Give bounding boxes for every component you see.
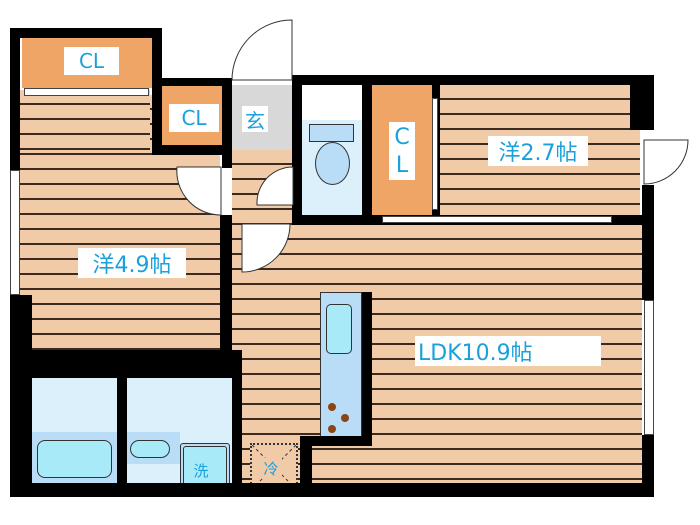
wall [362,292,372,446]
wall [292,75,654,85]
wall [300,436,370,446]
wall [10,483,654,497]
bathtub-icon [37,440,112,478]
wall [232,375,242,495]
sliding-door-icon[interactable] [382,216,612,223]
room-label-western-room-1: 洋4.9帖 [78,248,186,278]
ldk-door-icon[interactable] [240,222,292,274]
kitchen-sink-icon [326,304,352,354]
wall [10,28,162,38]
room-label-entrance: 玄 [242,106,268,133]
toilet-door-icon[interactable] [255,165,295,209]
window-east [644,300,654,435]
wall [152,78,232,86]
wall [220,215,232,375]
wall [20,350,40,370]
closet-door-icon[interactable] [432,98,438,210]
floor-western-room-1-cut [20,90,150,150]
toilet-tank [309,124,354,142]
room-label-fridge: 冷 [260,458,282,478]
wall [362,75,372,220]
room-label-closet-3-c: C [389,122,415,152]
wall [292,75,302,220]
room-label-ldk: LDK10.9帖 [415,336,601,366]
wall [152,145,232,155]
entrance-door-icon[interactable] [230,18,294,82]
balcony-door-icon[interactable] [642,138,690,186]
sink-icon [130,440,170,458]
wall [152,28,162,153]
stove-burner-icon [328,425,336,433]
wall [300,436,312,486]
stove-burner-icon [328,403,336,411]
wall [642,185,654,300]
toilet-bowl-icon [315,142,350,185]
room-label-closet-3-l: L [389,150,415,180]
wall [222,78,232,168]
closet-door-icon[interactable] [24,88,149,96]
room-door-icon[interactable] [175,165,223,217]
wall [10,295,32,495]
room-label-washer: 洗 [193,461,209,480]
wall [10,28,20,170]
room-label-closet-1: CL [64,47,119,75]
wall [117,378,127,483]
window-west [10,170,20,295]
room-label-western-room-2: 洋2.7帖 [488,136,588,166]
wall [20,350,242,378]
wall [630,75,654,130]
room-label-closet-2: CL [169,104,219,132]
wall [642,435,654,497]
washer-inner [183,446,227,490]
stove-burner-icon [341,414,349,422]
